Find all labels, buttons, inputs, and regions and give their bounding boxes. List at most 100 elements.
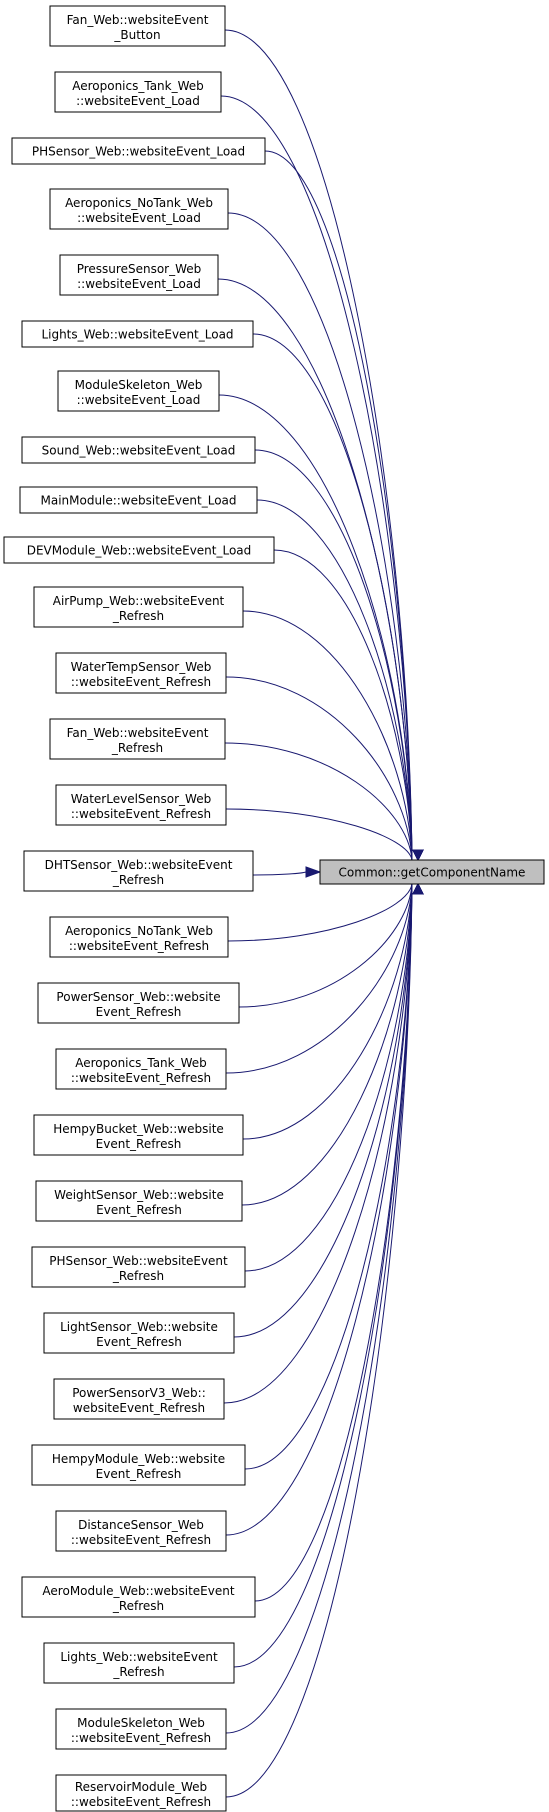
caller-label-line: DistanceSensor_Web [78,1518,204,1532]
caller-label-line: WeightSensor_Web::website [54,1188,224,1202]
caller-node[interactable]: PressureSensor_Web::websiteEvent_Load [59,254,219,296]
caller-label-line: Fan_Web::websiteEvent [67,726,209,740]
call-edge [225,808,413,861]
caller-node-box [49,916,229,958]
call-edge [244,883,413,1272]
node-layer: Fan_Web::websiteEvent_ButtonAeroponics_T… [3,5,275,1812]
call-edge [238,883,413,1008]
call-edge [225,883,413,1536]
caller-label-line: Lights_Web::websiteEvent [60,1650,218,1664]
arrowhead [412,849,424,862]
caller-node-box [53,1378,225,1420]
caller-node[interactable]: WeightSensor_Web::websiteEvent_Refresh [35,1180,243,1222]
caller-node[interactable]: DistanceSensor_Web::websiteEvent_Refresh [55,1510,227,1552]
caller-label-line: Event_Refresh [96,1137,182,1151]
caller-label-line: _Refresh [112,1665,164,1679]
caller-label-line: PowerSensorV3_Web:: [72,1386,206,1400]
call-edge [242,610,413,861]
caller-label-line: Event_Refresh [96,1467,182,1481]
caller-node-box [33,1114,244,1156]
caller-label-line: PHSensor_Web::websiteEvent [49,1254,228,1268]
caller-node-box [31,1444,246,1486]
caller-node-box [33,586,244,628]
caller-node-box [43,1312,235,1354]
caller-label-line: websiteEvent_Refresh [73,1401,205,1415]
caller-label-line: ::websiteEvent_Refresh [69,939,209,953]
caller-node[interactable]: Aeroponics_NoTank_Web::websiteEvent_Refr… [49,916,229,958]
caller-node[interactable]: ModuleSkeleton_Web::websiteEvent_Load [57,370,220,412]
caller-label-line: Event_Refresh [96,1335,182,1349]
caller-label-line: Lights_Web::websiteEvent_Load [41,328,233,342]
caller-label-line: _Refresh [111,741,163,755]
caller-label-line: HempyBucket_Web::website [53,1122,224,1136]
caller-label-line: ::websiteEvent_Refresh [71,1071,211,1085]
caller-label-line: ::websiteEvent_Refresh [71,675,211,689]
call-edge [273,549,413,861]
caller-node[interactable]: LightSensor_Web::websiteEvent_Refresh [43,1312,235,1354]
caller-label-line: AirPump_Web::websiteEvent [53,594,225,608]
call-edge [252,871,307,876]
caller-label-line: _Refresh [112,609,164,623]
caller-label-line: Aeroponics_NoTank_Web [65,196,213,210]
caller-label-line: _Refresh [112,873,164,887]
caller-node[interactable]: ReservoirModule_Web::websiteEvent_Refres… [55,1774,227,1812]
caller-node-box [21,320,254,348]
caller-node[interactable]: AirPump_Web::websiteEvent_Refresh [33,586,244,628]
caller-node[interactable]: PowerSensorV3_Web::websiteEvent_Refresh [53,1378,225,1420]
caller-label-line: AeroModule_Web::websiteEvent [42,1584,234,1598]
caller-node[interactable]: PHSensor_Web::websiteEvent_Refresh [31,1246,246,1288]
caller-label-line: ::websiteEvent_Refresh [71,1731,211,1745]
caller-node[interactable]: Fan_Web::websiteEvent_Button [49,5,226,47]
caller-node[interactable]: DHTSensor_Web::websiteEvent_Refresh [23,850,254,892]
call-edge [224,742,413,861]
caller-node[interactable]: Lights_Web::websiteEvent_Refresh [43,1642,235,1684]
caller-node-box [55,1048,227,1090]
caller-node[interactable]: WaterTempSensor_Web::websiteEvent_Refres… [55,652,227,694]
caller-node-box [43,1642,235,1684]
caller-label-line: Event_Refresh [96,1005,182,1019]
call-edge [225,883,413,1798]
caller-label-line: Aeroponics_Tank_Web [72,79,204,93]
caller-node[interactable]: Aeroponics_NoTank_Web::websiteEvent_Load [49,188,229,230]
caller-node-box [49,718,226,760]
caller-node[interactable]: Sound_Web::websiteEvent_Load [21,436,256,464]
caller-node[interactable]: WaterLevelSensor_Web::websiteEvent_Refre… [55,784,227,826]
caller-label-line: LightSensor_Web::website [60,1320,218,1334]
caller-node[interactable]: Aeroponics_Tank_Web::websiteEvent_Load [54,71,222,113]
caller-node[interactable]: AeroModule_Web::websiteEvent_Refresh [21,1576,256,1618]
target-node[interactable]: Common::getComponentName [319,859,545,885]
caller-node-box [21,436,256,464]
caller-label-line: DHTSensor_Web::websiteEvent [45,858,233,872]
caller-label-line: HempyModule_Web::website [52,1452,225,1466]
arrowhead [412,882,424,895]
call-edge [225,676,413,861]
caller-node[interactable]: Aeroponics_Tank_Web::websiteEvent_Refres… [55,1048,227,1090]
call-edge [225,883,413,1074]
caller-label-line: MainModule::websiteEvent_Load [40,494,236,508]
caller-node[interactable]: HempyModule_Web::websiteEvent_Refresh [31,1444,246,1486]
caller-label-line: ::websiteEvent_Load [77,393,201,407]
caller-node[interactable]: DEVModule_Web::websiteEvent_Load [3,536,275,564]
caller-label-line: ModuleSkeleton_Web [77,1716,205,1730]
caller-node[interactable]: MainModule::websiteEvent_Load [19,486,258,514]
caller-label-line: PowerSensor_Web::website [56,990,220,1004]
caller-node-box [23,850,254,892]
target-node-box [319,859,545,885]
caller-node[interactable]: ModuleSkeleton_Web::websiteEvent_Refresh [55,1708,227,1750]
caller-label-line: PHSensor_Web::websiteEvent_Load [32,145,245,159]
call-edge [223,883,413,1404]
caller-node-box [49,188,229,230]
caller-node-box [55,1708,227,1750]
caller-node[interactable]: HempyBucket_Web::websiteEvent_Refresh [33,1114,244,1156]
caller-node[interactable]: PHSensor_Web::websiteEvent_Load [11,137,266,165]
caller-node[interactable]: PowerSensor_Web::websiteEvent_Refresh [37,982,240,1024]
caller-label-line: _Refresh [112,1269,164,1283]
caller-node[interactable]: Lights_Web::websiteEvent_Load [21,320,254,348]
caller-node[interactable]: Fan_Web::websiteEvent_Refresh [49,718,226,760]
caller-label-line: ::websiteEvent_Load [76,94,200,108]
caller-node-box [59,254,219,296]
caller-label-line: PressureSensor_Web [77,262,202,276]
caller-label-line: ReservoirModule_Web [75,1780,207,1794]
call-edge [242,883,413,1140]
caller-label-line: ::websiteEvent_Load [77,277,201,291]
